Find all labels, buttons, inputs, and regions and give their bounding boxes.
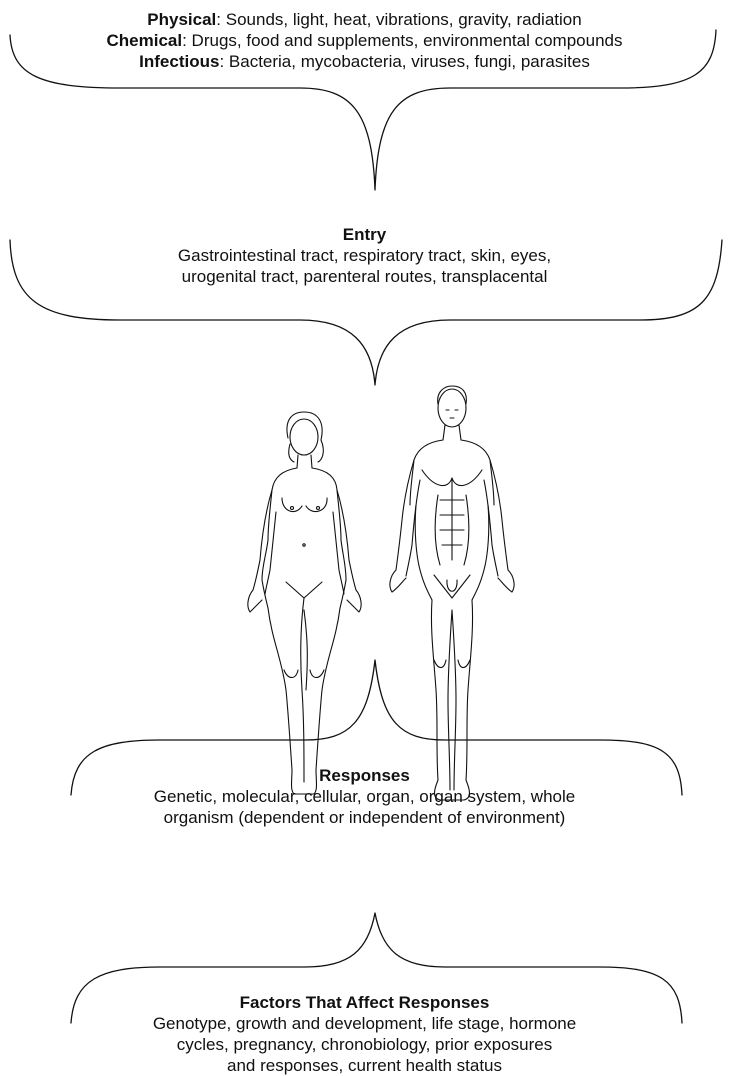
entry-block: Entry Gastrointestinal tract, respirator… xyxy=(0,224,729,287)
agent-text: : Sounds, light, heat, vibrations, gravi… xyxy=(216,10,581,29)
factors-block: Factors That Affect Responses Genotype, … xyxy=(0,992,729,1076)
factors-line: Genotype, growth and development, life s… xyxy=(0,1013,729,1034)
factors-title: Factors That Affect Responses xyxy=(0,992,729,1013)
entry-line: Gastrointestinal tract, respiratory trac… xyxy=(0,245,729,266)
male-figure xyxy=(390,386,514,800)
responses-line: Genetic, molecular, cellular, organ, org… xyxy=(0,786,729,807)
agent-label: Chemical xyxy=(107,31,183,50)
entry-line: urogenital tract, parenteral routes, tra… xyxy=(0,266,729,287)
agents-block: Physical: Sounds, light, heat, vibration… xyxy=(0,9,729,72)
factors-line: and responses, current health status xyxy=(0,1055,729,1076)
agent-physical: Physical: Sounds, light, heat, vibration… xyxy=(0,9,729,30)
responses-title: Responses xyxy=(0,765,729,786)
agent-text: : Drugs, food and supplements, environme… xyxy=(182,31,622,50)
factors-line: cycles, pregnancy, chronobiology, prior … xyxy=(0,1034,729,1055)
agent-chemical: Chemical: Drugs, food and supplements, e… xyxy=(0,30,729,51)
entry-title: Entry xyxy=(0,224,729,245)
agent-infectious: Infectious: Bacteria, mycobacteria, viru… xyxy=(0,51,729,72)
agent-label: Infectious xyxy=(139,52,219,71)
agent-text: : Bacteria, mycobacteria, viruses, fungi… xyxy=(219,52,589,71)
responses-line: organism (dependent or independent of en… xyxy=(0,807,729,828)
responses-block: Responses Genetic, molecular, cellular, … xyxy=(0,765,729,828)
female-figure xyxy=(248,412,361,794)
agent-label: Physical xyxy=(147,10,216,29)
